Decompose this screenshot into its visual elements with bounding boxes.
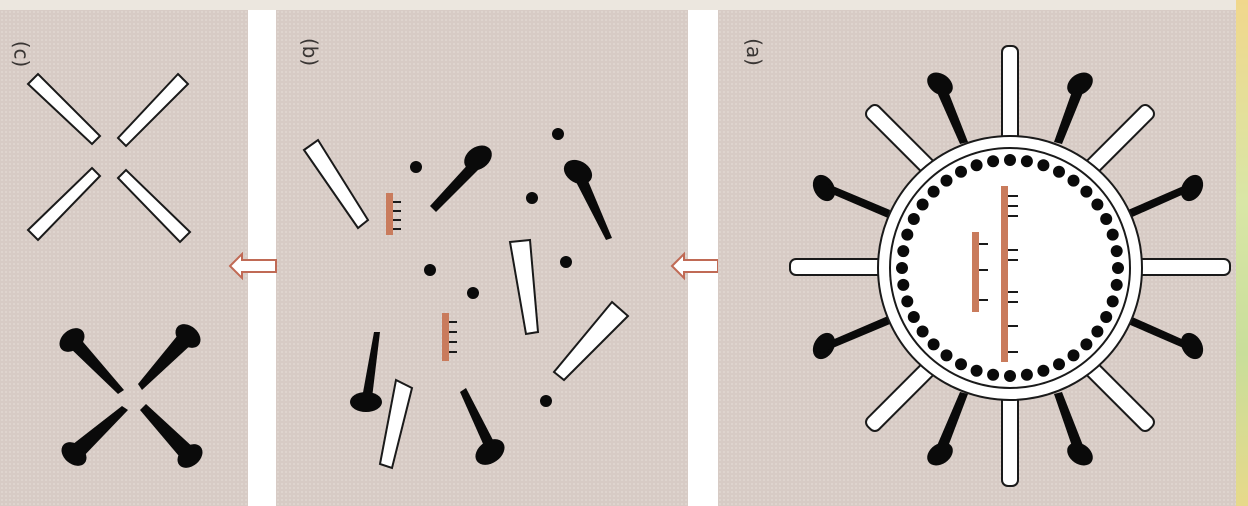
matrix-dot [897,245,909,257]
white-spike [790,259,888,275]
matrix-dot [1021,155,1033,167]
matrix-dot [1068,349,1080,361]
white-spike [554,302,628,380]
matrix-dot [987,155,999,167]
edge-strip [1236,0,1248,506]
white-spike [28,168,100,240]
black-spike [923,68,968,144]
panel-a: (a) [718,10,1244,506]
genome-segment [442,313,457,361]
black-spike [1054,68,1097,144]
protein-dot [540,395,552,407]
white-spike [118,170,190,242]
matrix-dot [1100,213,1112,225]
panel-a-illustration [718,10,1244,506]
protein-dot [424,264,436,276]
panel-b-illustration [276,10,688,506]
black-spike [1128,316,1208,363]
matrix-dot [908,311,920,323]
black-spike [808,316,890,363]
white-spike [380,380,412,468]
protein-dot [552,128,564,140]
protein-dot [526,192,538,204]
white-spike [1002,46,1018,142]
matrix-dot [901,295,913,307]
matrix-dot [1004,370,1016,382]
white-spike [304,140,368,228]
divider-b-a [688,10,718,506]
matrix-dot [1111,279,1123,291]
black-spike [1128,171,1208,218]
matrix-dot [1080,338,1092,350]
matrix-dot [1091,199,1103,211]
matrix-dot [901,229,913,241]
white-spike [510,240,538,334]
divider-c-b [248,10,276,506]
matrix-dot [1021,369,1033,381]
white-spike [1132,259,1230,275]
matrix-dot [1112,262,1124,274]
matrix-dot [987,369,999,381]
black-spike [350,332,382,412]
black-spike [1054,392,1097,470]
matrix-dot [896,262,908,274]
matrix-dot [955,166,967,178]
matrix-dot [1107,229,1119,241]
top-strip [0,0,1248,10]
matrix-dot [917,326,929,338]
matrix-dot [941,349,953,361]
matrix-dot [1111,245,1123,257]
matrix-dot [897,279,909,291]
panel-c-illustration [0,10,248,506]
matrix-dot [1053,358,1065,370]
matrix-dot [1004,154,1016,166]
black-spike [560,155,612,240]
matrix-dot [928,338,940,350]
protein-dot [467,287,479,299]
panel-b: (b) [276,10,688,506]
matrix-dot [971,159,983,171]
matrix-dot [928,186,940,198]
white-spike [28,74,100,144]
matrix-dot [955,358,967,370]
protein-dot [560,256,572,268]
black-spike [460,388,509,470]
matrix-dot [1100,311,1112,323]
matrix-dot [1107,295,1119,307]
matrix-dot [1080,186,1092,198]
matrix-dot [971,365,983,377]
white-spike [118,74,188,146]
black-spike [55,323,124,394]
panel-c: (c) [0,10,248,506]
black-spike [923,392,968,470]
black-spike [430,140,497,212]
matrix-dot [1091,326,1103,338]
matrix-dot [1037,159,1049,171]
matrix-dot [1037,365,1049,377]
matrix-dot [908,213,920,225]
protein-dot [410,161,422,173]
black-spike [140,404,207,473]
matrix-dot [941,175,953,187]
matrix-dot [1068,175,1080,187]
black-spike [138,319,205,390]
white-spike [1002,390,1018,486]
matrix-dot [917,199,929,211]
black-spike [808,171,890,218]
matrix-dot [1053,166,1065,178]
black-spike [57,406,128,471]
genome-segment [386,193,401,235]
